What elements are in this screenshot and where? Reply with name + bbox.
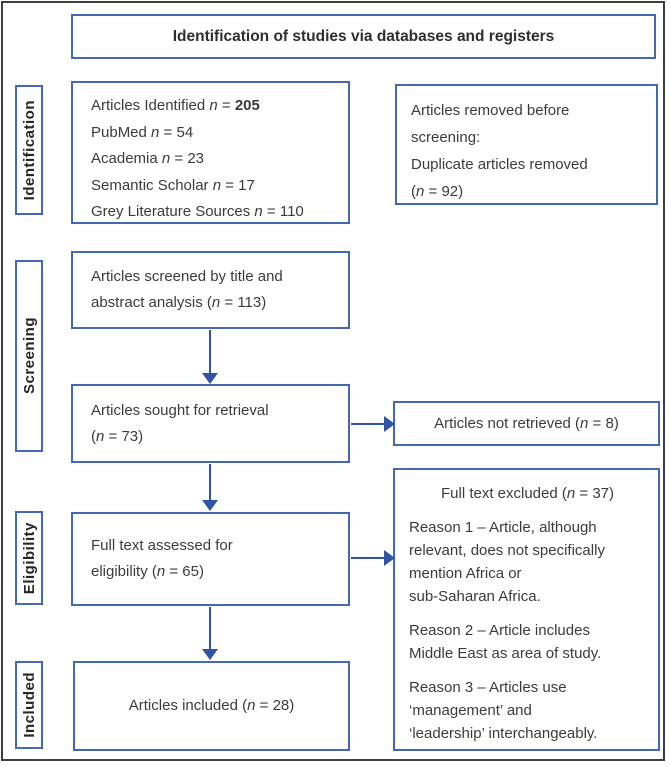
full-text-excluded-title: Full text excluded (n = 37) <box>440 485 614 502</box>
grey-literature-line: Grey Literature Sources n = 110 <box>91 203 304 220</box>
articles-sought-box: Articles sought for retrieval (n = 73) <box>71 384 350 463</box>
semantic-scholar-line: Semantic Scholar n = 17 <box>91 176 255 194</box>
articles-included-text: Articles included (n = 28) <box>128 697 295 714</box>
stage-label-screening: Screening <box>15 260 43 452</box>
stage-label-included-text: Included <box>20 672 38 738</box>
articles-identified-box: Articles Identified n = 205 PubMed n = 5… <box>71 81 350 224</box>
articles-screened-text: Articles screened by title and abstract … <box>91 268 283 311</box>
exclusion-reason-1: Reason 1 – Article, although relevant, d… <box>409 519 605 605</box>
exclusion-reason-3: Reason 3 – Articles use ‘management’ and… <box>409 679 598 742</box>
articles-removed-box: Articles removed before screening: Dupli… <box>395 84 658 205</box>
arrow-sought-to-not-retrieved-stem <box>351 423 385 425</box>
pubmed-line: PubMed n = 54 <box>91 123 194 141</box>
full-text-assessed-box: Full text assessed for eligibility (n = … <box>71 512 350 606</box>
stage-label-screening-text: Screening <box>20 317 38 395</box>
stage-label-included: Included <box>15 661 43 749</box>
academia-line: Academia n = 23 <box>91 150 204 167</box>
diagram-title: Identification of studies via databases … <box>172 27 555 45</box>
arrow-sought-to-assessed-head <box>202 500 218 511</box>
articles-identified-line: Articles Identified n = 205 <box>91 97 260 114</box>
articles-sought-text: Articles sought for retrieval (n = 73) <box>91 401 269 445</box>
articles-removed-text: Articles removed before screening: Dupli… <box>411 102 588 200</box>
arrow-screened-to-sought-head <box>202 373 218 384</box>
header-box: Identification of studies via databases … <box>71 14 656 59</box>
arrow-assessed-to-included-head <box>202 649 218 660</box>
full-text-excluded-box: Full text excluded (n = 37) Reason 1 – A… <box>393 468 660 751</box>
arrow-sought-to-assessed-stem <box>209 464 211 502</box>
articles-not-retrieved-box: Articles not retrieved (n = 8) <box>393 401 660 446</box>
arrow-sought-to-not-retrieved-head <box>384 416 395 432</box>
arrow-assessed-to-included-stem <box>209 607 211 650</box>
arrow-screened-to-sought-stem <box>209 330 211 374</box>
stage-label-identification: Identification <box>15 85 43 215</box>
arrow-assessed-to-excluded-stem <box>351 557 385 559</box>
full-text-assessed-text: Full text assessed for eligibility (n = … <box>91 537 233 580</box>
exclusion-reason-2: Reason 2 – Article includes Middle East … <box>409 622 602 662</box>
stage-label-eligibility: Eligibility <box>15 511 43 605</box>
articles-included-box: Articles included (n = 28) <box>73 661 350 751</box>
articles-screened-box: Articles screened by title and abstract … <box>71 251 350 329</box>
stage-label-eligibility-text: Eligibility <box>20 521 38 595</box>
articles-not-retrieved-text: Articles not retrieved (n = 8) <box>434 414 619 432</box>
stage-label-identification-text: Identification <box>20 99 38 201</box>
arrow-assessed-to-excluded-head <box>384 550 395 566</box>
